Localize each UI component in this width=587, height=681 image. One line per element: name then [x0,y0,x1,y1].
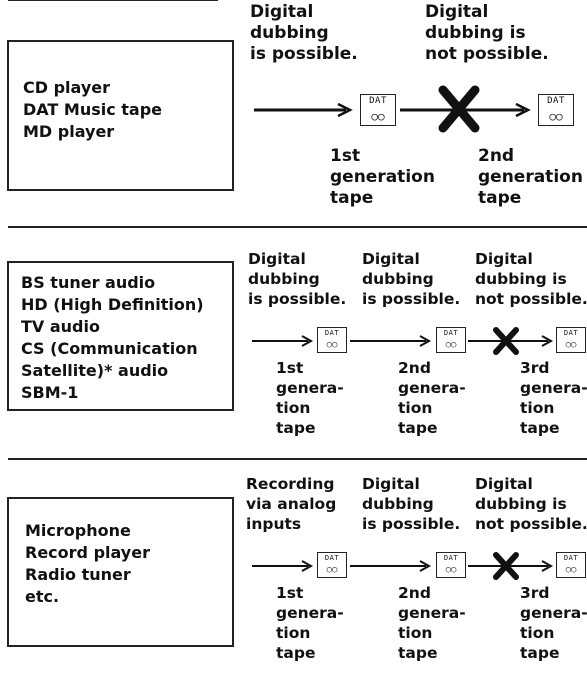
blocked-arrow-icon [400,85,531,133]
section-divider-2 [8,458,587,460]
tape-generation-label: 1st generation tape [330,146,435,208]
blocked-arrow-icon [468,552,554,580]
stage-label: Digital dubbing is possible. [362,250,461,308]
source-label: SBM-1 [21,383,79,402]
stage-label: Digital dubbing is not possible. [425,2,549,64]
source-label: CS (Communication [21,339,198,358]
arrow-icon [350,560,432,572]
tape-generation-label: 2nd generation tape [478,146,583,208]
tape-generation-label: 1st genera- tion tape [276,584,344,662]
source-label: etc. [25,587,60,606]
source-label: TV audio [21,317,100,336]
tape-generation-label: 3rd genera- tion tape [520,584,587,662]
dat-tape-icon: DAT ○○ [556,327,586,353]
source-label: MD player [23,122,115,141]
source-label: CD player [23,78,111,97]
stage-label: Digital dubbing is possible. [362,475,461,533]
stage-label: Digital dubbing is possible. [248,250,347,308]
dat-tape-icon: DAT ○○ [436,552,466,578]
source-box-3: Microphone Record player Radio tuner etc… [7,497,234,647]
dat-tape-icon: DAT ○○ [317,327,347,353]
dat-tape-icon: DAT ○○ [436,327,466,353]
source-label: DAT Music tape [23,100,163,119]
arrow-icon [254,102,353,118]
source-label: HD (High Definition) [21,295,204,314]
arrow-icon [350,335,432,347]
tape-generation-label: 3rd genera- tion tape [520,359,587,437]
dat-tape-icon: DAT ○○ [360,94,396,126]
stage-label: Recording via analog inputs [246,475,337,533]
source-box-1: CD player DAT Music tape MD player [7,40,234,191]
tape-generation-label: 2nd genera- tion tape [398,584,466,662]
source-box-2: BS tuner audio HD (High Definition) TV a… [7,261,234,411]
blocked-arrow-icon [468,327,554,355]
source-label: Satellite)* audio [21,361,169,380]
dat-tape-icon: DAT ○○ [538,94,574,126]
stage-label: Digital dubbing is not possible. [475,475,587,533]
section-divider-1 [8,226,587,228]
dat-tape-icon: DAT ○○ [317,552,347,578]
source-label: Microphone [25,521,131,540]
source-label: BS tuner audio [21,273,156,292]
source-label: Radio tuner [25,565,131,584]
arrow-icon [252,560,314,572]
source-label: Record player [25,543,150,562]
top-rule [8,0,218,1]
stage-label: Digital dubbing is possible. [250,2,358,64]
dat-tape-icon: DAT ○○ [556,552,586,578]
arrow-icon [252,335,314,347]
tape-generation-label: 2nd genera- tion tape [398,359,466,437]
stage-label: Digital dubbing is not possible. [475,250,587,308]
tape-generation-label: 1st genera- tion tape [276,359,344,437]
